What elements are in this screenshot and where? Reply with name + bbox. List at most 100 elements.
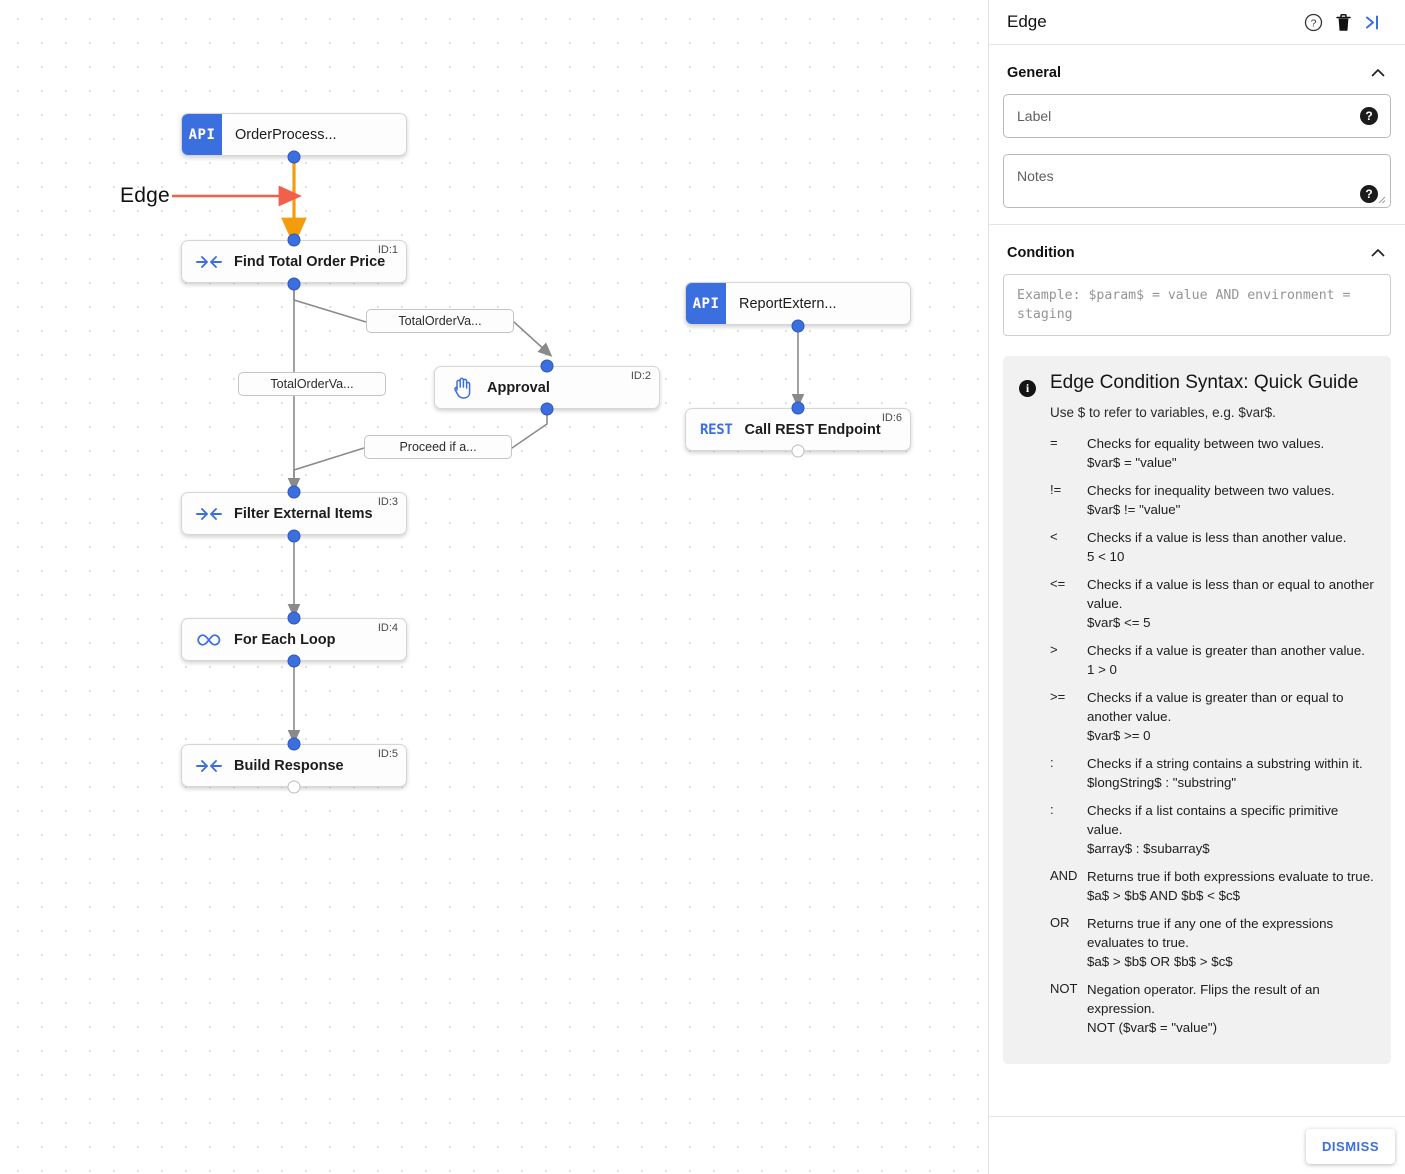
node-id-badge: ID:2 — [630, 370, 651, 382]
edge-annotation-label: Edge — [120, 184, 170, 207]
operator-example: $longString$ : "substring" — [1087, 775, 1237, 791]
condition-section-header[interactable]: Condition — [1003, 225, 1391, 274]
node-title: Find Total Order Price — [234, 253, 386, 270]
node-port-in[interactable] — [287, 611, 301, 625]
node-port-out[interactable] — [287, 529, 301, 543]
operator-example: $var$ >= 0 — [1087, 728, 1151, 744]
notes-help-icon[interactable]: ? — [1360, 185, 1378, 203]
node-id-badge: ID:1 — [377, 244, 398, 256]
edge-label[interactable]: Proceed if a... — [364, 435, 512, 459]
node-port-out[interactable] — [791, 444, 805, 458]
condition-input[interactable]: Example: $param$ = value AND environment… — [1003, 274, 1391, 337]
infinity-icon — [194, 627, 224, 653]
node-reportextern[interactable]: API ReportExtern... — [685, 282, 911, 325]
help-circle-icon[interactable]: ? — [1298, 7, 1328, 37]
dismiss-button[interactable]: DISMISS — [1306, 1129, 1395, 1164]
general-section: General ? ? — [989, 45, 1405, 208]
node-title: ReportExtern... — [739, 295, 837, 312]
operator-description: Negation operator. Flips the result of a… — [1087, 982, 1320, 1017]
panel-title: Edge — [1007, 12, 1047, 31]
general-section-header[interactable]: General — [1003, 45, 1391, 94]
node-port-out[interactable] — [287, 654, 301, 668]
node-port-out[interactable] — [287, 277, 301, 291]
node-port-in[interactable] — [287, 485, 301, 499]
collapse-arrows-icon — [194, 501, 224, 527]
quick-guide-title: Edge Condition Syntax: Quick Guide — [1050, 372, 1359, 394]
collapse-panel-icon[interactable] — [1358, 7, 1388, 37]
node-id-badge: ID:3 — [377, 496, 398, 508]
notes-input[interactable] — [1004, 155, 1390, 207]
node-port-in[interactable] — [287, 233, 301, 247]
svg-text:?: ? — [1310, 17, 1316, 29]
label-field-wrapper: ? — [1003, 94, 1391, 138]
operator-row: >=Checks if a value is greater than or e… — [1050, 688, 1375, 745]
node-for-each-loop[interactable]: For Each Loop ID:4 — [181, 618, 407, 661]
operator-example: 5 < 10 — [1087, 549, 1125, 565]
rest-badge-icon: REST — [700, 421, 733, 438]
label-input[interactable] — [1004, 95, 1390, 137]
node-port-out[interactable] — [287, 780, 301, 794]
operator-description: Returns true if both expressions evaluat… — [1087, 869, 1374, 885]
info-icon: i — [1019, 380, 1036, 398]
operator-symbol: <= — [1050, 576, 1066, 592]
operator-symbol: = — [1050, 435, 1058, 451]
operator-example: $a$ > $b$ AND $b$ < $c$ — [1087, 888, 1241, 904]
operator-row: < Checks if a value is less than another … — [1050, 528, 1375, 566]
edge-properties-panel: Edge ? — [988, 0, 1405, 1174]
edge-label[interactable]: TotalOrderVa... — [366, 309, 514, 333]
node-port-out[interactable] — [791, 319, 805, 333]
operator-symbol: : — [1050, 802, 1054, 818]
quick-guide-subtitle: Use $ to refer to variables, e.g. $var$. — [1050, 405, 1276, 421]
panel-body: General ? ? — [989, 45, 1405, 1174]
node-port-in[interactable] — [791, 401, 805, 415]
node-orderprocess[interactable]: API OrderProcess... — [181, 113, 407, 156]
node-find-total-order-price[interactable]: Find Total Order Price ID:1 — [181, 240, 407, 283]
panel-footer: DISMISS — [989, 1116, 1405, 1174]
operator-example: NOT ($var$ = "value") — [1087, 1020, 1218, 1036]
node-port-in[interactable] — [287, 737, 301, 751]
operator-symbol: > — [1050, 642, 1058, 658]
operator-symbol: < — [1050, 529, 1058, 545]
operator-description: Checks for equality between two values. — [1087, 436, 1325, 452]
node-title: Build Response — [234, 757, 344, 774]
node-port-in[interactable] — [540, 359, 554, 373]
operator-description: Checks for inequality between two values… — [1087, 483, 1335, 499]
node-approval[interactable]: Approval ID:2 — [434, 366, 660, 409]
operator-row: : Checks if a list contains a specific pr… — [1050, 801, 1375, 858]
notes-field-wrapper: ? — [1003, 154, 1391, 208]
condition-section: Condition Example: $param$ = value AND e… — [989, 225, 1405, 1065]
workflow-canvas[interactable]: Edge API OrderProcess... Find Total Orde… — [0, 0, 988, 1174]
node-title: Approval — [487, 379, 550, 396]
operator-description: Checks if a value is less than another v… — [1087, 530, 1347, 546]
chevron-up-icon[interactable] — [1369, 244, 1387, 262]
trash-icon[interactable] — [1328, 7, 1358, 37]
operator-row: = Checks for equality between two values.… — [1050, 434, 1375, 472]
operator-row: NOT Negation operator. Flips the result o… — [1050, 980, 1375, 1037]
operator-symbol: >= — [1050, 689, 1066, 705]
operator-example: $array$ : $subarray$ — [1087, 841, 1210, 857]
api-badge-icon: API — [182, 114, 222, 155]
label-help-icon[interactable]: ? — [1360, 107, 1378, 125]
operator-list: = Checks for equality between two values.… — [1050, 434, 1375, 1037]
operator-description: Checks if a value is less than or equal … — [1087, 577, 1374, 612]
panel-header: Edge ? — [989, 0, 1405, 45]
operator-row: :Checks if a string contains a substring… — [1050, 754, 1375, 792]
operator-symbol: : — [1050, 755, 1054, 771]
node-port-out[interactable] — [287, 150, 301, 164]
edge-label[interactable]: TotalOrderVa... — [238, 372, 386, 396]
general-section-title: General — [1007, 65, 1061, 81]
node-port-out[interactable] — [540, 402, 554, 416]
operator-description: Returns true if any one of the expressio… — [1087, 916, 1334, 951]
operator-example: $var$ != "value" — [1087, 502, 1181, 518]
operator-symbol: NOT — [1050, 981, 1078, 997]
operator-description: Checks if a list contains a specific pri… — [1087, 803, 1339, 838]
operator-example: $var$ = "value" — [1087, 455, 1177, 471]
node-title: For Each Loop — [234, 631, 336, 648]
operator-example: $var$ <= 5 — [1087, 615, 1151, 631]
hand-icon — [447, 375, 477, 401]
operator-symbol: OR — [1050, 915, 1070, 931]
operator-row: <= Checks if a value is less than or equa… — [1050, 575, 1375, 632]
collapse-arrows-icon — [194, 753, 224, 779]
chevron-up-icon[interactable] — [1369, 64, 1387, 82]
